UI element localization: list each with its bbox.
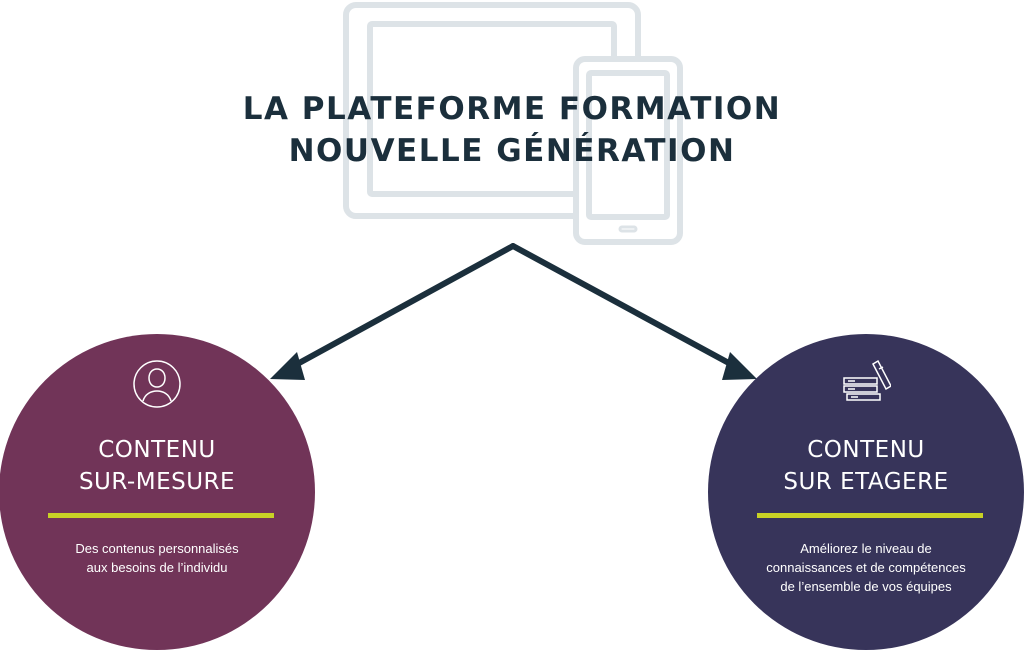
shelf-content-heading: CONTENU SUR ETAGERE xyxy=(728,434,1004,498)
shelf-heading-line-1: CONTENU xyxy=(807,437,925,463)
arrow-to-left xyxy=(287,243,516,371)
custom-accent-rule xyxy=(48,513,274,518)
custom-heading-line-2: SUR-MESURE xyxy=(78,469,236,495)
arrow-to-right xyxy=(510,243,741,371)
custom-content-circle: CONTENU SUR-MESURE Des contenus personna… xyxy=(0,334,315,650)
custom-content-description: Des contenus personnalisés aux besoins d… xyxy=(29,539,285,577)
books-stack-icon xyxy=(843,359,891,401)
custom-content-heading: CONTENU SUR-MESURE xyxy=(19,434,295,498)
shelf-content-circle: CONTENU SUR ETAGERE Améliorez le niveau … xyxy=(708,334,1024,650)
arrowhead-right xyxy=(722,352,757,380)
custom-desc-line-1: Des contenus personnalisés xyxy=(75,541,239,556)
shelf-desc-line-2: connaissances et de compétences xyxy=(766,560,966,575)
shelf-content-description: Améliorez le niveau de connaissances et … xyxy=(738,539,994,596)
custom-desc-line-2: aux besoins de l’individu xyxy=(86,560,228,575)
shelf-heading-line-2: SUR ETAGERE xyxy=(783,469,949,495)
arrowhead-left xyxy=(270,352,305,380)
custom-heading-line-1: CONTENU xyxy=(98,437,216,463)
title-line-1: LA PLATEFORME FORMATION xyxy=(242,91,782,127)
shelf-desc-line-1: Améliorez le niveau de xyxy=(800,541,932,556)
user-profile-icon xyxy=(133,360,181,408)
title-line-2: NOUVELLE GÉNÉRATION xyxy=(288,133,736,169)
shelf-accent-rule xyxy=(757,513,983,518)
shelf-desc-line-3: de l’ensemble de vos équipes xyxy=(780,579,952,594)
page-title: LA PLATEFORME FORMATION NOUVELLE GÉNÉRAT… xyxy=(212,88,812,172)
